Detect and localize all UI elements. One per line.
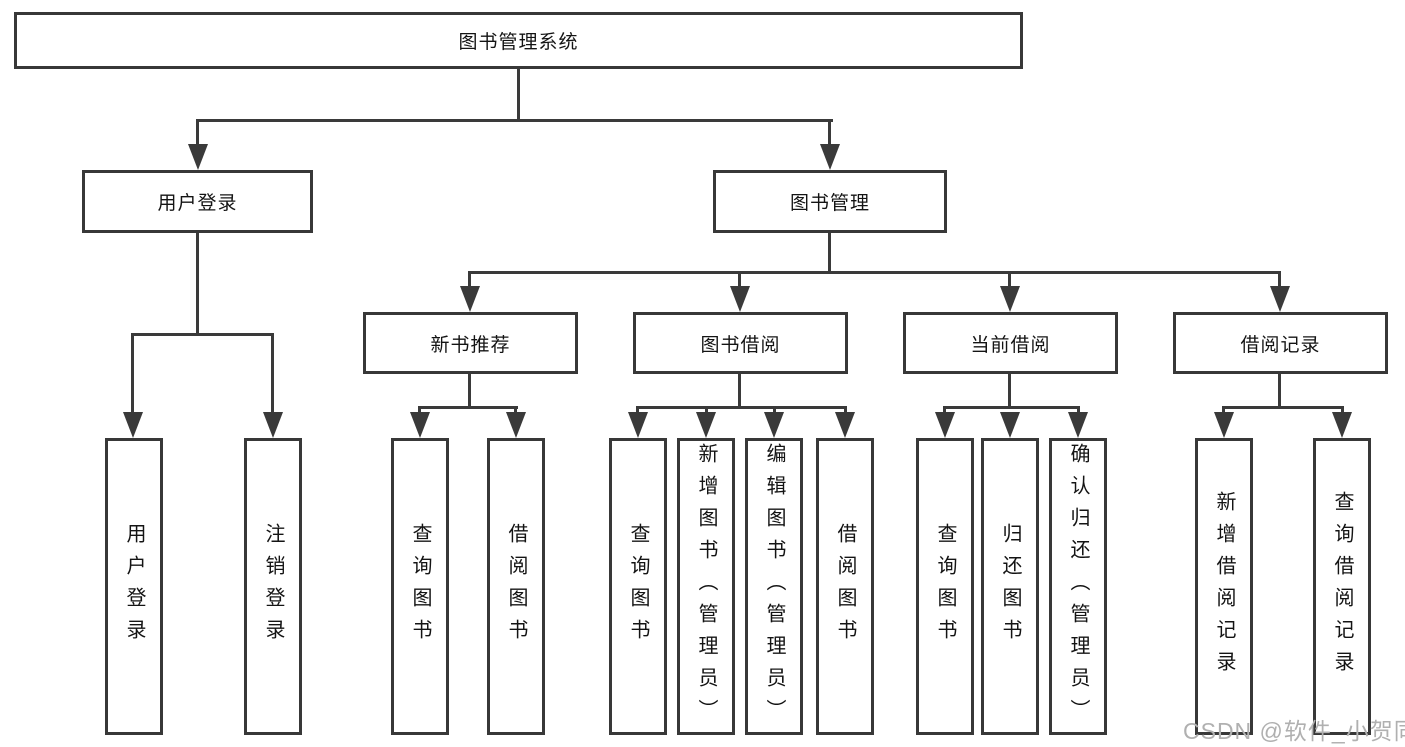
- node-label: 查询借阅记录: [1331, 490, 1353, 683]
- node-label: 确认归还（管理员）: [1067, 442, 1089, 731]
- node-label: 查询图书: [934, 522, 956, 651]
- node-new-book-recommend: 新书推荐: [363, 312, 578, 374]
- arrowhead-icon: [1000, 412, 1020, 438]
- arrowhead-icon: [410, 412, 430, 438]
- node-label: 借阅图书: [834, 522, 856, 651]
- arrowhead-icon: [1270, 286, 1290, 312]
- arrowhead-icon: [764, 412, 784, 438]
- connector-line: [468, 271, 471, 294]
- connector-line: [131, 333, 134, 416]
- node-label: 编辑图书（管理员）: [763, 442, 785, 731]
- connector-line: [131, 333, 274, 336]
- arrowhead-icon: [730, 286, 750, 312]
- arrowhead-icon: [935, 412, 955, 438]
- node-label: 图书借阅: [700, 334, 781, 356]
- csdn-watermark: CSDN @软件_小贺同学: [1183, 718, 1405, 744]
- leaf-add-borrow-record: 新增借阅记录: [1195, 438, 1253, 735]
- node-label: 归还图书: [999, 522, 1021, 651]
- node-book-borrowing: 图书借阅: [633, 312, 848, 374]
- node-user-login: 用户登录: [82, 170, 313, 233]
- leaf-user-login: 用户登录: [105, 438, 163, 735]
- node-label: 查询图书: [409, 522, 431, 651]
- node-root-library-system: 图书管理系统: [14, 12, 1023, 69]
- arrowhead-icon: [820, 144, 840, 170]
- arrowhead-icon: [1332, 412, 1352, 438]
- connector-line: [468, 271, 1281, 274]
- arrowhead-icon: [835, 412, 855, 438]
- node-borrowing-records: 借阅记录: [1173, 312, 1388, 374]
- leaf-edit-books-admin: 编辑图书（管理员）: [745, 438, 803, 735]
- connector-line: [636, 406, 847, 409]
- connector-line: [271, 333, 274, 416]
- leaf-query-books-3: 查询图书: [916, 438, 974, 735]
- arrowhead-icon: [1214, 412, 1234, 438]
- connector-line: [517, 69, 520, 122]
- node-label: 图书管理系统: [458, 32, 579, 53]
- node-book-management: 图书管理: [713, 170, 947, 233]
- connector-line: [468, 374, 471, 409]
- node-label: 借阅图书: [505, 522, 527, 651]
- leaf-borrow-books-1: 借阅图书: [487, 438, 545, 735]
- node-label: 图书管理: [789, 193, 870, 214]
- connector-line: [196, 232, 199, 336]
- connector-line: [1278, 374, 1281, 409]
- node-label: 当前借阅: [970, 334, 1051, 356]
- leaf-query-borrow-record: 查询借阅记录: [1313, 438, 1371, 735]
- leaf-query-books-2: 查询图书: [609, 438, 667, 735]
- leaf-logout: 注销登录: [244, 438, 302, 735]
- connector-line: [1222, 406, 1344, 409]
- leaf-return-books: 归还图书: [981, 438, 1039, 735]
- connector-line: [196, 119, 199, 150]
- node-label: 借阅记录: [1240, 334, 1321, 356]
- connector-line: [1008, 271, 1011, 294]
- leaf-confirm-return-admin: 确认归还（管理员）: [1049, 438, 1107, 735]
- arrowhead-icon: [1000, 286, 1020, 312]
- arrowhead-icon: [123, 412, 143, 438]
- connector-line: [196, 119, 833, 122]
- connector-line: [828, 233, 831, 274]
- connector-line: [943, 406, 1080, 409]
- connector-line: [1278, 271, 1281, 294]
- arrowhead-icon: [628, 412, 648, 438]
- arrowhead-icon: [460, 286, 480, 312]
- arrowhead-icon: [1068, 412, 1088, 438]
- connector-line: [738, 374, 741, 409]
- leaf-query-books-1: 查询图书: [391, 438, 449, 735]
- node-label: 注销登录: [262, 522, 284, 651]
- arrowhead-icon: [696, 412, 716, 438]
- node-label: 新增图书（管理员）: [695, 442, 717, 731]
- leaf-borrow-books-2: 借阅图书: [816, 438, 874, 735]
- node-label: 新增借阅记录: [1213, 490, 1235, 683]
- arrowhead-icon: [188, 144, 208, 170]
- node-current-borrowing: 当前借阅: [903, 312, 1118, 374]
- connector-line: [738, 271, 741, 294]
- arrowhead-icon: [263, 412, 283, 438]
- node-label: 用户登录: [157, 193, 238, 214]
- node-label: 查询图书: [627, 522, 649, 651]
- arrowhead-icon: [506, 412, 526, 438]
- connector-line: [418, 406, 518, 409]
- connector-line: [1008, 374, 1011, 409]
- leaf-add-books-admin: 新增图书（管理员）: [677, 438, 735, 735]
- connector-line: [828, 119, 831, 150]
- node-label: 新书推荐: [430, 334, 511, 356]
- node-label: 用户登录: [123, 522, 145, 651]
